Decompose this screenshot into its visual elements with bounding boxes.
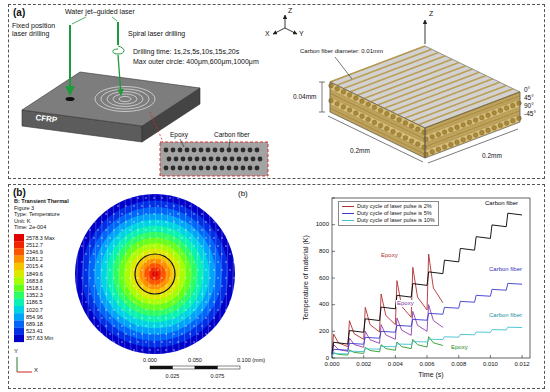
- material-inset: [150, 112, 268, 176]
- laminate-model: [319, 20, 521, 163]
- view-triad: [17, 357, 32, 372]
- cfrp-plate: [22, 72, 200, 142]
- scale-value: 0.050: [188, 357, 202, 363]
- laser-label: Spiral laser drilling: [128, 30, 185, 38]
- tick-label: 0: [326, 355, 329, 362]
- curve-label: Carbon fiber: [488, 312, 523, 319]
- curve-label: Epoxy: [396, 300, 415, 307]
- tick-label: 0.006: [420, 361, 435, 368]
- tick-label: 400: [319, 301, 329, 308]
- colorbar-value: 2512.7: [26, 242, 43, 248]
- legend-text: Duty cycle of laser pulse is 10%: [357, 217, 435, 223]
- legend-line-sample: [342, 206, 354, 207]
- material-label: Epoxy: [170, 131, 188, 138]
- tick-label: 800: [319, 248, 329, 255]
- panel-label: (a): [13, 7, 25, 18]
- tick-label: 0.008: [451, 361, 466, 368]
- axis-triad: [273, 15, 297, 34]
- tick-label: 0.010: [483, 361, 498, 368]
- curve-label: Carbon fiber: [488, 266, 523, 273]
- tick-label: 0.000: [324, 361, 339, 368]
- colorbar-value: 2015.4: [26, 263, 43, 269]
- figure-panel: (a): [8, 4, 545, 179]
- axis-title: Time (s): [418, 371, 443, 379]
- axis-label: Y: [14, 348, 18, 355]
- ply-angle: 90°: [524, 102, 534, 109]
- parameter-note: Drilling time: 1s,2s,5s,10s,15s,20s: [133, 48, 239, 56]
- colorbar-value: 357.63 Min: [26, 335, 53, 341]
- simulation-info: Type: Temperature: [14, 211, 60, 217]
- legend-text: Duty cycle of laser pulse is 2%: [357, 203, 432, 209]
- scale-value: 0.025: [166, 373, 180, 379]
- legend-line-sample: [342, 213, 354, 214]
- curve-label: Carbon fiber: [484, 200, 519, 207]
- tick-label: 0.004: [388, 361, 403, 368]
- simulation-info: Time: 2e-004: [14, 224, 46, 230]
- colorbar-value: 1352.3: [26, 292, 43, 298]
- axis-label: X: [265, 30, 270, 38]
- legend-line-sample: [342, 220, 354, 221]
- ply-angle: 0°: [524, 86, 530, 93]
- axis-label: X: [34, 367, 38, 374]
- scale-bar: [150, 366, 240, 369]
- ply-angle: 45°: [524, 94, 534, 101]
- curve-label: Epoxy: [380, 252, 399, 259]
- laser-beam: [70, 17, 124, 95]
- subfigure-label: (b): [238, 190, 248, 199]
- temperature-chart: [332, 198, 530, 358]
- laser-label: Fixed position laser drilling: [12, 22, 66, 37]
- tick-label: 0.012: [515, 361, 530, 368]
- colorbar-value: 1186.5: [26, 299, 42, 305]
- ply-angle: -45°: [524, 110, 536, 117]
- axis-label: Z: [288, 7, 292, 15]
- curve-label: Epoxy: [450, 344, 469, 351]
- legend-entry: Duty cycle of laser pulse is 2%: [342, 203, 435, 210]
- dimension-label: 0.2mm: [350, 147, 370, 154]
- colorbar-value: 523.41: [26, 328, 43, 334]
- tick-label: 0.002: [356, 361, 371, 368]
- axis-label: Z: [429, 10, 433, 18]
- colorbar-value: 689.18: [26, 321, 43, 327]
- colorbar-value: 2181.2: [26, 256, 43, 262]
- colorbar-value: 1683.8: [26, 278, 43, 284]
- figure-panel: (b): [8, 184, 545, 389]
- colorbar-value: 2346.9: [26, 249, 43, 255]
- scale-value: 0.100 (mm): [237, 357, 265, 363]
- legend-text: Duty cycle of laser pulse is 5%: [357, 210, 432, 216]
- legend-entry: Duty cycle of laser pulse is 10%: [342, 217, 435, 224]
- tick-label: 200: [319, 328, 329, 335]
- scale-value: 0.075: [211, 373, 225, 379]
- simulation-info: Figure 3: [14, 205, 34, 211]
- simulation-info: B: Transient Thermal: [14, 198, 69, 204]
- colorbar-value: 854.96: [26, 314, 43, 320]
- tick-label: 1000: [316, 221, 329, 228]
- colorbar-value: 1518.1: [26, 285, 43, 291]
- axis-label: Y: [299, 30, 304, 38]
- simulation-info: Unit: K: [14, 218, 31, 224]
- colorbar-value: 2578.3 Max: [26, 235, 55, 241]
- dimension-label: 0.04mm: [293, 93, 316, 100]
- colorbar-value: 1849.6: [26, 271, 43, 277]
- dimension-label: Carbon fiber diameter: 0.01mm: [300, 48, 383, 55]
- material-label: Carbon fiber: [214, 131, 250, 138]
- temperature-contour: [14, 194, 235, 354]
- chart-legend: Duty cycle of laser pulse is 2%Duty cycl…: [338, 201, 439, 226]
- colorbar-value: 1020.7: [26, 307, 43, 313]
- parameter-note: Max outer circle: 400μm,600μm,1000μm: [133, 58, 259, 66]
- axis-title: Temperature of material (K): [302, 235, 310, 320]
- dimension-label: 0.2mm: [482, 152, 502, 159]
- scale-value: 0.000: [143, 357, 157, 363]
- panel-label: (b): [13, 187, 26, 198]
- tick-label: 600: [319, 275, 329, 282]
- laser-label: Water jet–guided laser: [65, 8, 135, 16]
- legend-entry: Duty cycle of laser pulse is 5%: [342, 210, 435, 217]
